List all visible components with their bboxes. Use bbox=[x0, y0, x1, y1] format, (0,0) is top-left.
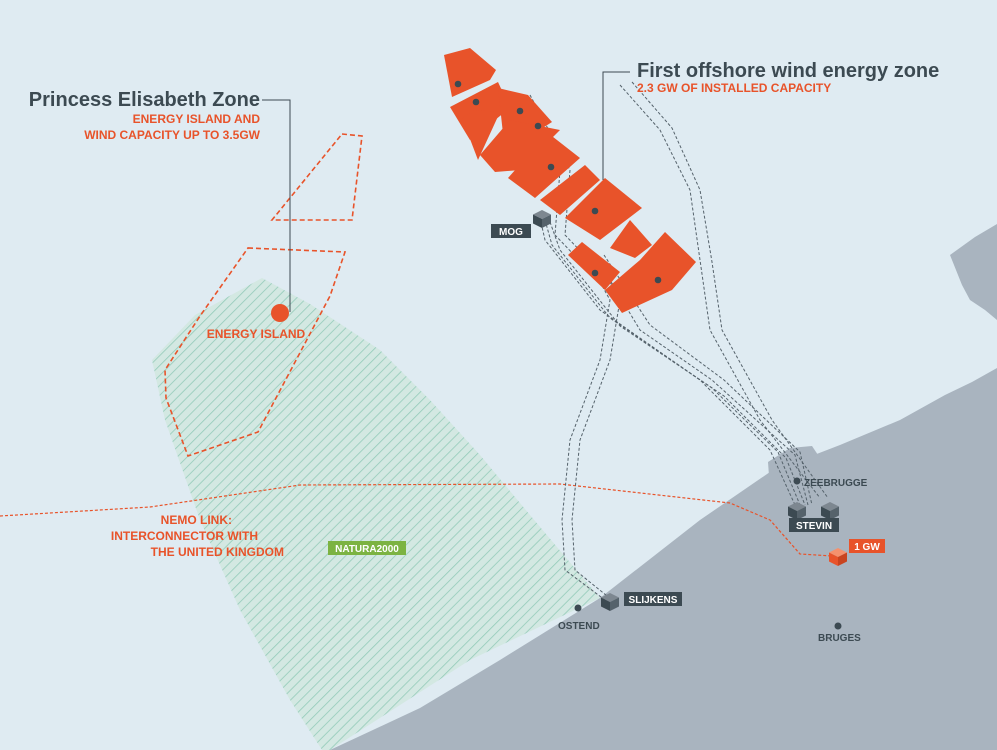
natura2000-badge: NATURA2000 bbox=[335, 544, 399, 555]
turbine-dot bbox=[547, 163, 555, 171]
nemo-link-label-1: NEMO LINK: bbox=[161, 513, 232, 527]
ostend-label: OSTEND bbox=[558, 621, 600, 632]
wind-farm-parcel bbox=[605, 232, 696, 313]
energy-island-label: ENERGY ISLAND bbox=[207, 327, 306, 341]
princess-elisabeth-subtitle-1: ENERGY ISLAND AND bbox=[133, 112, 261, 126]
nemo-link-label-3: THE UNITED KINGDOM bbox=[151, 545, 284, 559]
wind-farm-parcel bbox=[480, 120, 560, 172]
wind-farm-parcel bbox=[508, 133, 580, 198]
turbine-dot bbox=[591, 207, 599, 215]
nemo-capacity-label-bg bbox=[849, 539, 885, 553]
wind-farm-parcel bbox=[610, 220, 652, 258]
bruges-dot bbox=[834, 622, 842, 630]
wind-farm-parcel bbox=[540, 165, 600, 215]
natura2000-area bbox=[152, 278, 600, 750]
wind-farm-parcel bbox=[462, 110, 500, 160]
first-zone-leader-line bbox=[602, 71, 630, 180]
stevin-label: STEVIN bbox=[796, 521, 832, 532]
natura2000-badge-bg bbox=[328, 541, 406, 555]
bruges-label: BRUGES bbox=[818, 633, 861, 644]
princess-elisabeth-subtitle-2: WIND CAPACITY UP TO 3.5GW bbox=[84, 128, 260, 142]
princess-elisabeth-leader-line bbox=[262, 99, 291, 312]
land-belgium bbox=[330, 368, 997, 750]
wind-farm-parcel bbox=[568, 242, 620, 290]
stevin-label-bg bbox=[789, 518, 839, 532]
slijkens-label: SLIJKENS bbox=[629, 595, 678, 606]
mog-label: MOG bbox=[499, 227, 523, 238]
princess-elisabeth-zone-south bbox=[164, 247, 347, 458]
turbine-dot bbox=[591, 269, 599, 277]
turbine-markers bbox=[454, 80, 662, 284]
first-zone-subtitle: 2.3 GW OF INSTALLED CAPACITY bbox=[637, 81, 831, 95]
energy-island-marker[interactable] bbox=[271, 304, 289, 322]
slijkens-label-bg bbox=[624, 592, 682, 606]
ostend-dot bbox=[574, 604, 582, 612]
first-wind-zone bbox=[444, 48, 696, 313]
first-zone-title: First offshore wind energy zone bbox=[637, 60, 939, 82]
land-northeast bbox=[950, 224, 997, 320]
mog-label-bg bbox=[491, 224, 531, 238]
princess-elisabeth-title: Princess Elisabeth Zone bbox=[29, 89, 260, 111]
turbine-dot bbox=[516, 107, 524, 115]
zeebrugge-dot bbox=[793, 477, 801, 485]
turbine-dot bbox=[654, 276, 662, 284]
nemo-link-cable bbox=[0, 483, 833, 557]
wind-farm-parcel bbox=[565, 178, 642, 240]
zeebrugge-label: ZEEBRUGGE bbox=[804, 478, 868, 489]
turbine-dot bbox=[454, 80, 462, 88]
turbine-dot bbox=[472, 98, 480, 106]
zeebrugge-harbour bbox=[768, 446, 828, 500]
turbine-dot bbox=[534, 122, 542, 130]
princess-elisabeth-zone-north bbox=[270, 133, 363, 221]
nemo-link-label-2: INTERCONNECTOR WITH bbox=[111, 529, 258, 543]
nemo-capacity-label: 1 GW bbox=[854, 542, 880, 553]
